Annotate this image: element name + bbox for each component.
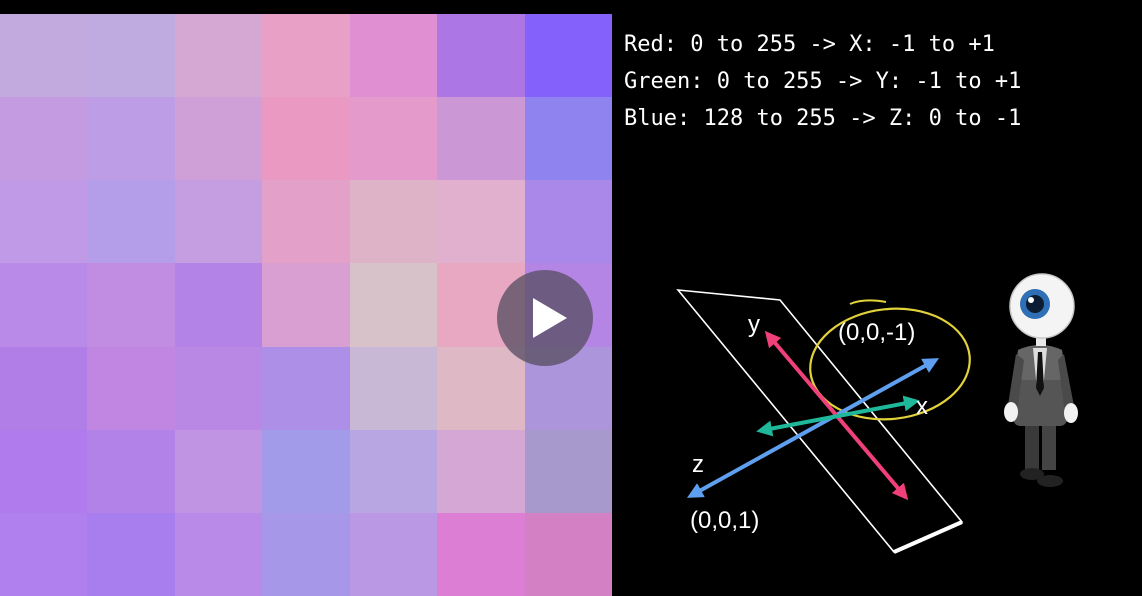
color-swatch	[174, 346, 263, 430]
color-swatch	[349, 346, 438, 430]
color-swatch	[524, 512, 612, 596]
color-swatch	[87, 180, 175, 264]
color-swatch	[349, 14, 438, 98]
color-swatch	[174, 512, 263, 596]
color-swatch	[437, 14, 525, 98]
z-axis-label: z	[692, 451, 704, 478]
color-swatch	[524, 97, 612, 181]
x-axis-label: x	[916, 393, 928, 420]
color-swatch	[349, 429, 438, 513]
point-near-label: (0,0,1)	[690, 507, 759, 534]
color-swatch	[524, 429, 612, 513]
color-swatch	[0, 429, 88, 513]
eyeball-character	[1004, 273, 1078, 487]
highlight-ellipse-flick	[849, 299, 887, 305]
green-mapping-line: Green: 0 to 255 -> Y: -1 to +1	[624, 69, 1022, 94]
color-swatch	[437, 346, 525, 430]
color-swatch	[0, 97, 88, 181]
y-axis-label: y	[748, 311, 760, 338]
axes-diagram: y x z (0,0,-1) (0,0,1)	[676, 273, 1078, 554]
point-far-label: (0,0,-1)	[838, 319, 915, 346]
color-swatch	[262, 263, 350, 347]
color-swatch	[262, 346, 350, 430]
play-icon	[533, 298, 567, 338]
color-swatch	[0, 180, 88, 264]
color-swatch	[524, 180, 612, 264]
color-swatch	[349, 180, 438, 264]
color-mapping-text: Red: 0 to 255 -> X: -1 to +1 Green: 0 to…	[624, 26, 1021, 137]
color-swatch	[174, 263, 263, 347]
color-swatch	[0, 263, 88, 347]
color-swatch	[262, 14, 350, 98]
color-swatch	[87, 263, 175, 347]
color-swatch	[262, 512, 350, 596]
color-swatch	[174, 97, 263, 181]
color-swatch	[349, 263, 438, 347]
color-swatch	[349, 97, 438, 181]
blue-mapping-line: Blue: 128 to 255 -> Z: 0 to -1	[624, 106, 1022, 131]
x-axis-arrow	[756, 395, 920, 437]
color-swatch	[87, 97, 175, 181]
color-swatch	[349, 512, 438, 596]
color-swatch	[174, 180, 263, 264]
color-swatch	[262, 180, 350, 264]
color-swatch	[174, 14, 263, 98]
color-swatch	[437, 97, 525, 181]
color-swatch	[87, 346, 175, 430]
color-swatch	[87, 512, 175, 596]
surface-plane-edge	[893, 520, 963, 554]
color-swatch	[262, 97, 350, 181]
play-button[interactable]	[497, 270, 593, 366]
color-swatch	[174, 429, 263, 513]
color-swatch	[87, 14, 175, 98]
red-mapping-line: Red: 0 to 255 -> X: -1 to +1	[624, 32, 995, 57]
normal-color-swatch-grid	[0, 14, 612, 596]
color-swatch	[87, 429, 175, 513]
color-swatch	[0, 512, 88, 596]
color-swatch	[0, 346, 88, 430]
color-swatch	[437, 512, 525, 596]
color-swatch	[437, 180, 525, 264]
color-swatch	[437, 429, 525, 513]
color-swatch	[524, 14, 612, 98]
color-swatch	[262, 429, 350, 513]
color-swatch	[0, 14, 88, 98]
